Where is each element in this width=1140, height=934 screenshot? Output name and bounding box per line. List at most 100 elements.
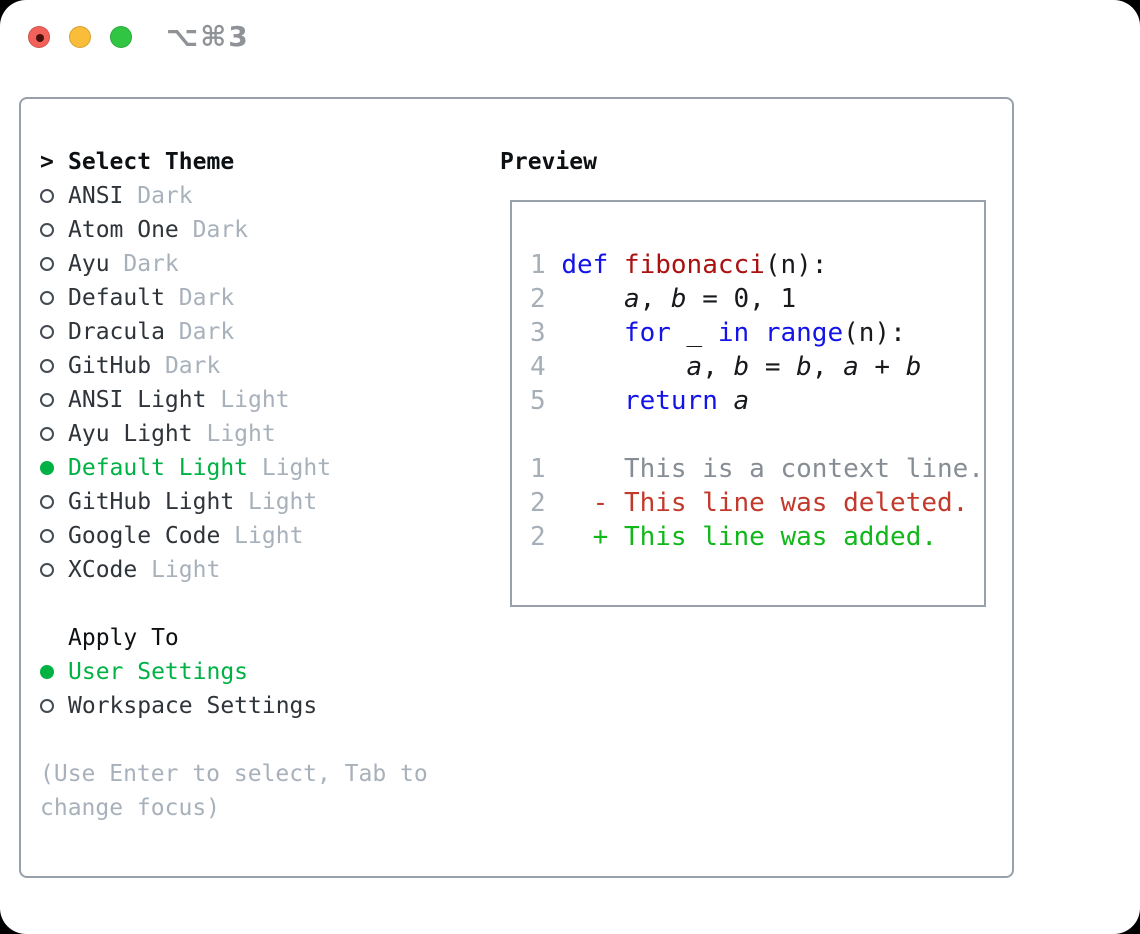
code-token: a: [843, 352, 859, 382]
theme-option-label: Default: [68, 285, 165, 311]
code-line: 3 for _ in range(n):: [530, 316, 984, 350]
radio-cell: [40, 189, 68, 203]
radio-unselected-icon: [40, 699, 54, 713]
theme-option-github-light[interactable]: GitHub Light Light: [40, 485, 428, 519]
code-token: b: [905, 352, 922, 382]
radio-cell: [40, 223, 68, 237]
code-token: _: [670, 318, 718, 348]
theme-option-label: GitHub: [68, 353, 152, 379]
theme-option-label: Google Code: [68, 523, 221, 549]
radio-unselected-icon: [40, 427, 54, 441]
apply-option-label: Workspace Settings: [68, 693, 318, 719]
radio-cell: [40, 461, 68, 475]
code-token: [718, 386, 734, 416]
diff-text: This line was deleted.: [623, 488, 969, 518]
code-line: 2 a, b = 0, 1: [530, 282, 984, 316]
theme-variant-label: Light: [137, 557, 221, 583]
theme-variant-label: Dark: [178, 217, 249, 243]
theme-option-google-code[interactable]: Google Code Light: [40, 519, 428, 553]
line-number: 1: [530, 454, 546, 484]
radio-cell: [40, 257, 68, 271]
radio-cell: [40, 325, 68, 339]
theme-variant-label: Dark: [164, 319, 235, 345]
code-token: b: [796, 352, 812, 382]
radio-cell: [40, 563, 68, 577]
code-line: 1 def fibonacci(n):: [530, 248, 984, 282]
theme-variant-label: Light: [220, 523, 304, 549]
theme-option-ayu-light[interactable]: Ayu Light Light: [40, 417, 428, 451]
line-number: 5: [530, 386, 546, 416]
radio-selected-icon: [40, 665, 54, 679]
apply-option-user-settings[interactable]: User Settings: [40, 655, 428, 689]
traffic-lights: [28, 26, 132, 48]
code-token: def: [561, 250, 609, 280]
preview-title: Preview: [500, 149, 597, 175]
code-token: a: [733, 386, 750, 416]
code-token: in: [717, 318, 750, 348]
radio-cell: [40, 529, 68, 543]
diff-text: This line was added.: [623, 522, 938, 552]
code-token: (n):: [843, 318, 906, 348]
code-token: [561, 318, 624, 348]
code-line: 4 a, b = b, a + b: [530, 350, 984, 384]
focus-caret-icon: >: [40, 149, 54, 175]
theme-option-ansi-light[interactable]: ANSI Light Light: [40, 383, 428, 417]
radio-unselected-icon: [40, 223, 54, 237]
spacer: [40, 587, 428, 621]
code-token: +: [858, 352, 906, 382]
minimize-button[interactable]: [69, 26, 91, 48]
zoom-button[interactable]: [110, 26, 132, 48]
radio-unselected-icon: [40, 563, 54, 577]
theme-option-github[interactable]: GitHub Dark: [40, 349, 428, 383]
theme-variant-label: Dark: [151, 353, 221, 379]
code-token: = 0, 1: [686, 284, 797, 314]
apply-option-workspace-settings[interactable]: Workspace Settings: [40, 689, 428, 723]
theme-option-default-light[interactable]: Default Light Light: [40, 451, 428, 485]
radio-cell: [40, 359, 68, 373]
code-token: fibonacci: [623, 250, 765, 280]
theme-option-label: Ayu Light: [68, 421, 193, 447]
apply-to-header: Apply To: [40, 621, 428, 655]
code-token: [561, 352, 686, 382]
close-button[interactable]: [28, 26, 50, 48]
code-token: return: [623, 386, 718, 416]
diff-line-deleted: 2 - This line was deleted.: [530, 486, 984, 520]
theme-option-ansi[interactable]: ANSI Dark: [40, 179, 428, 213]
theme-option-label: Ayu: [68, 251, 110, 277]
theme-option-label: ANSI Light: [68, 387, 207, 413]
diff-preview: 1 This is a context line.2 - This line w…: [530, 452, 984, 554]
code-token: for: [623, 318, 671, 348]
apply-to-header-label: Apply To: [68, 625, 179, 651]
line-number: 2: [530, 488, 546, 518]
radio-cell: [40, 665, 68, 679]
code-token: ,: [811, 352, 844, 382]
theme-option-label: Dracula: [68, 319, 165, 345]
code-token: a: [686, 352, 703, 382]
theme-option-label: XCode: [68, 557, 138, 583]
preview-blank-line: [530, 418, 984, 452]
theme-variant-label: Dark: [164, 285, 235, 311]
help-text: (Use Enter to select, Tab to change focus…: [40, 757, 428, 825]
theme-option-ayu[interactable]: Ayu Dark: [40, 247, 428, 281]
radio-unselected-icon: [40, 393, 54, 407]
theme-option-atom-one[interactable]: Atom One Dark: [40, 213, 428, 247]
radio-unselected-icon: [40, 495, 54, 509]
theme-option-label: Atom One: [68, 217, 179, 243]
help-text-line: (Use Enter to select, Tab to: [40, 761, 428, 787]
line-number: 4: [530, 352, 546, 382]
theme-option-default[interactable]: Default Dark: [40, 281, 428, 315]
window-shortcut-label: ⌥⌘3: [166, 20, 250, 53]
code-token: [561, 386, 624, 416]
theme-variant-label: Dark: [109, 251, 179, 277]
diff-marker-icon: -: [592, 488, 624, 518]
radio-unselected-icon: [40, 189, 54, 203]
help-text-line: change focus): [40, 795, 221, 821]
theme-variant-label: Light: [192, 421, 276, 447]
line-number: 2: [530, 284, 546, 314]
theme-option-dracula[interactable]: Dracula Dark: [40, 315, 428, 349]
theme-variant-label: Light: [248, 455, 332, 481]
theme-option-xcode[interactable]: XCode Light: [40, 553, 428, 587]
radio-unselected-icon: [40, 529, 54, 543]
